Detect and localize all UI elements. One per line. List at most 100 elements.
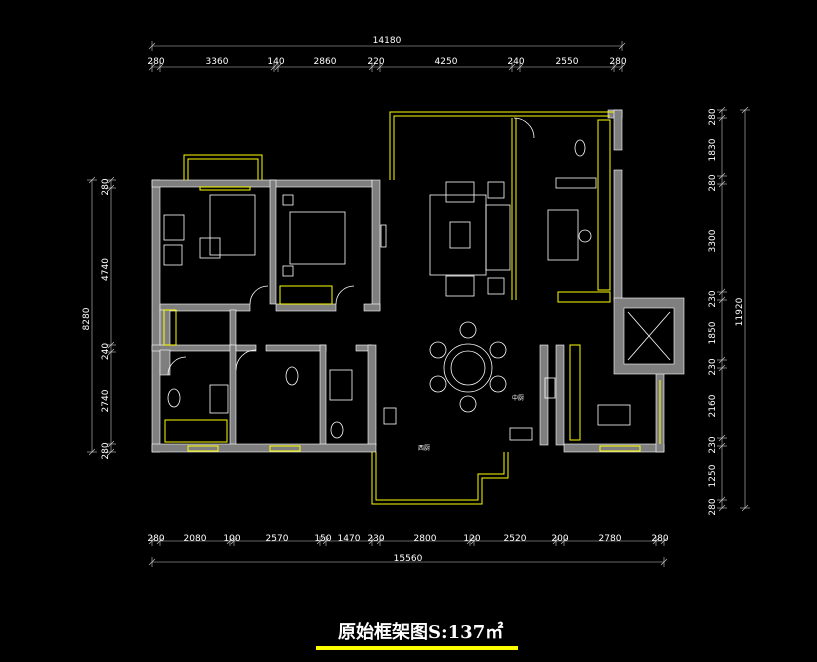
tv [380, 224, 387, 248]
dining-chair [489, 375, 507, 393]
dim-label: 11920 [735, 297, 745, 326]
side-table [487, 181, 505, 199]
toilet [167, 388, 181, 408]
vanity [209, 384, 229, 414]
cabinet [597, 119, 611, 291]
dim-label: 4740 [101, 258, 111, 281]
shaft-cross [627, 311, 671, 361]
cabinet [163, 309, 177, 346]
dim-label: 230 [708, 436, 718, 453]
dim-label: 4250 [435, 57, 458, 67]
window [183, 154, 263, 180]
window [371, 452, 509, 505]
walls [151, 109, 685, 453]
plan-title: 原始框架图S:137㎡ [338, 621, 503, 643]
furniture [163, 117, 671, 441]
dim-label: 14180 [373, 36, 402, 46]
bathtub [164, 419, 228, 443]
dim-label: 8280 [82, 307, 92, 330]
window [375, 452, 505, 501]
sink [509, 427, 533, 441]
sofa [163, 214, 185, 241]
counter [569, 344, 581, 441]
wall [613, 109, 623, 151]
toilet [285, 366, 299, 386]
dim-label: 230 [708, 358, 718, 375]
nightstand [282, 194, 294, 206]
table [199, 237, 221, 259]
dim-label: 1830 [708, 138, 718, 161]
armchair [445, 181, 475, 203]
wall [555, 344, 565, 446]
sofa [485, 204, 511, 271]
armchair [445, 275, 475, 297]
dim-label: 120 [463, 534, 480, 544]
door-swing [235, 349, 257, 371]
dim-label: 15560 [394, 554, 423, 564]
dim-label: 280 [708, 498, 718, 515]
title-underline [316, 646, 518, 650]
dim-label: 280 [101, 442, 111, 459]
window [187, 158, 259, 180]
dim-label: 240 [101, 343, 111, 360]
door-swing [249, 285, 269, 305]
dim-label: 2860 [314, 57, 337, 67]
dining-chair [489, 341, 507, 359]
wardrobe [279, 285, 333, 305]
dim-label: 200 [551, 534, 568, 544]
vanity [329, 369, 353, 401]
wall [371, 179, 381, 311]
dim-label: 280 [147, 534, 164, 544]
bed [209, 194, 256, 256]
dim-label: 3360 [206, 57, 229, 67]
dining-chair [459, 321, 477, 339]
window [187, 445, 219, 452]
carpet [429, 194, 487, 276]
chair [163, 244, 183, 266]
bed [289, 211, 346, 265]
dining-chair [459, 395, 477, 413]
stove [544, 377, 556, 399]
window [389, 111, 614, 180]
windows [163, 111, 661, 505]
coffee-table [449, 221, 471, 249]
dim-label: 2550 [556, 57, 579, 67]
window [199, 186, 251, 191]
nightstand [282, 265, 294, 277]
wall [151, 443, 377, 453]
window [269, 445, 301, 452]
wall [367, 344, 377, 446]
desk [547, 209, 579, 261]
dining-table [443, 343, 493, 393]
toilet [574, 139, 586, 157]
toilet [330, 421, 344, 439]
dim-label: 140 [267, 57, 284, 67]
counter [383, 407, 397, 425]
dim-label: 230 [708, 290, 718, 307]
door-swing [513, 117, 535, 139]
dim-label: 230 [367, 534, 384, 544]
door-swing [335, 285, 355, 305]
dining-chair [429, 375, 447, 393]
wall [159, 349, 171, 376]
dim-label: 2780 [599, 534, 622, 544]
dim-label: 1850 [708, 321, 718, 344]
wall [319, 344, 327, 446]
wall [271, 179, 373, 188]
room-label-kitchen: 中厨 [512, 394, 524, 402]
dim-label: 2080 [184, 534, 207, 544]
wall [613, 169, 623, 301]
wall [275, 303, 337, 312]
wall [151, 179, 161, 453]
dim-label: 280 [147, 57, 164, 67]
dimension-lines [87, 41, 750, 567]
room-label-kitchen2: 西厨 [418, 445, 430, 452]
wall [235, 344, 257, 352]
dim-label: 2160 [708, 394, 718, 417]
table [597, 404, 631, 426]
dining-table-inner [450, 350, 486, 386]
side-table [487, 277, 505, 295]
wall [151, 179, 273, 188]
wall [265, 344, 327, 352]
